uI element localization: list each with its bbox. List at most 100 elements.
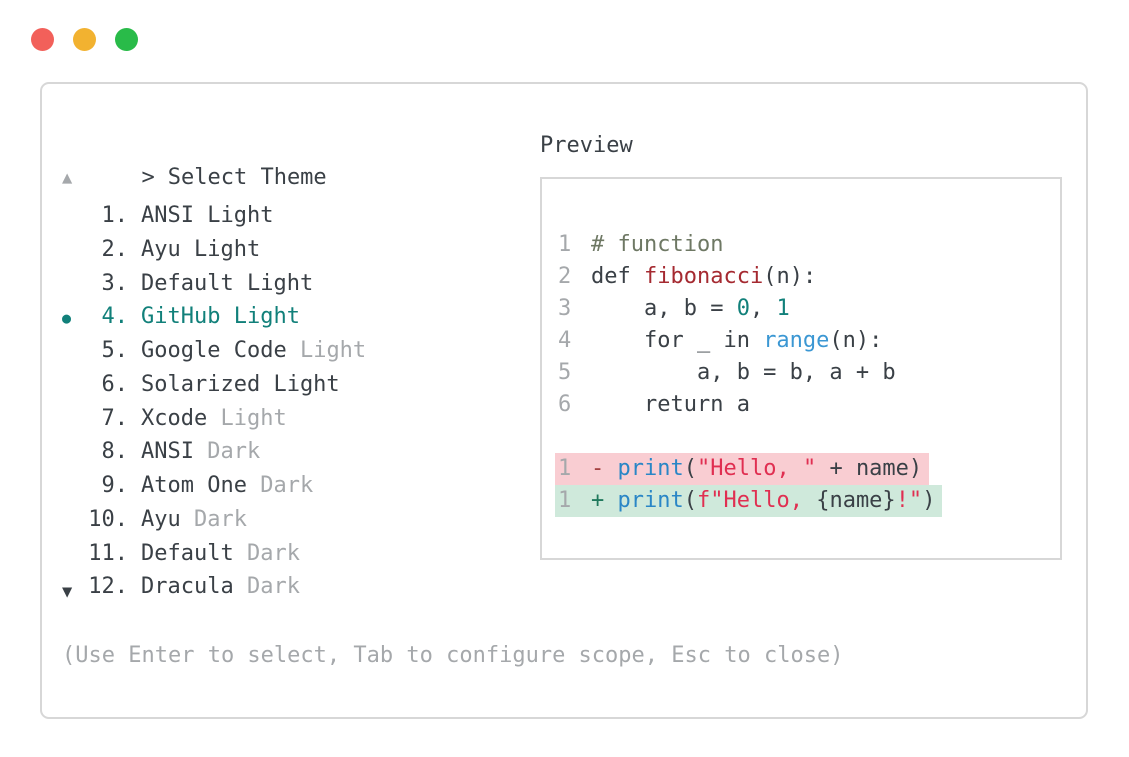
minimize-button[interactable]	[73, 28, 96, 51]
code-token-func: fibonacci	[643, 264, 764, 289]
code-token-call: print	[617, 488, 684, 513]
code-line: 5 a, b = b, a + b	[558, 357, 1060, 389]
close-button[interactable]	[31, 28, 54, 51]
theme-option[interactable]: 7. Xcode Light	[62, 403, 366, 437]
code-token-plain: )	[922, 488, 936, 513]
line-number: 3	[558, 296, 572, 321]
selected-bullet-icon	[62, 506, 88, 538]
theme-number: 11.	[88, 540, 128, 566]
line-number: 4	[558, 328, 572, 353]
theme-name-muted: Dark	[233, 574, 300, 600]
theme-option[interactable]: 6.Solarized Light	[62, 369, 366, 403]
selected-bullet-icon	[62, 202, 88, 234]
theme-name-muted: Dark	[193, 439, 261, 465]
code-token-number: 1	[776, 296, 790, 321]
line-number: 1	[558, 232, 572, 257]
theme-number: 9.	[101, 473, 129, 498]
selected-bullet-icon	[62, 540, 88, 572]
theme-option[interactable]: 2. Ayu Light	[62, 234, 366, 268]
code-token-plain: ,	[749, 296, 777, 321]
code-token-plus: +	[591, 488, 618, 513]
theme-option[interactable]: 11. Default Dark	[62, 538, 366, 572]
theme-option[interactable]: 1. ANSI Light	[62, 200, 366, 234]
theme-name: Ayu Light	[141, 236, 261, 262]
theme-list: 1. ANSI Light 2. Ayu Light 3.Default Light…	[62, 200, 366, 605]
prompt-marker: >	[141, 165, 155, 190]
code-token-string: "Hello, "	[696, 456, 817, 481]
code-token-minus: -	[591, 456, 618, 481]
theme-name: ANSI Light	[141, 203, 274, 228]
keyboard-hint: (Use Enter to select, Tab to configure s…	[62, 643, 844, 668]
theme-number: 1.	[101, 203, 129, 228]
selected-bullet-icon	[62, 438, 88, 470]
theme-number: 10.	[88, 506, 128, 532]
code-token-plain: for _ in	[591, 328, 764, 353]
code-line: 3 a, b = 0, 1	[558, 293, 1060, 325]
selected-bullet-icon	[62, 337, 88, 369]
code-line: 6 return a	[558, 389, 1060, 421]
scroll-down-indicator[interactable]: ▼	[62, 582, 73, 602]
theme-number: 12.	[88, 574, 128, 600]
scroll-up-indicator[interactable]: ▲	[62, 168, 73, 188]
panel-title: Select Theme	[167, 165, 327, 190]
prompt-line: > Select Theme	[62, 130, 327, 226]
theme-option[interactable]: 8. ANSI Dark	[62, 436, 366, 470]
diff-line-added: 1+ print(f"Hello, {name}!")	[555, 485, 943, 517]
code-token-plain: (n):	[829, 328, 883, 353]
line-number: 2	[558, 264, 572, 289]
theme-name-muted: Dark	[180, 506, 247, 532]
maximize-button[interactable]	[115, 28, 138, 51]
theme-name-muted: Light	[207, 405, 287, 431]
code-token-plain: {name}	[816, 488, 896, 513]
code-token-plain: + name)	[816, 456, 923, 481]
code-token-string: f"Hello,	[696, 488, 817, 513]
theme-option[interactable]: 3.Default Light	[62, 268, 366, 302]
preview-title: Preview	[540, 133, 633, 158]
theme-name-muted: Light	[286, 338, 367, 363]
selected-bullet-icon	[62, 405, 88, 437]
theme-name: GitHub Light	[141, 304, 300, 330]
theme-name-muted: Dark	[233, 540, 300, 566]
selected-bullet-icon	[62, 270, 88, 302]
code-token-plain: a, b = b, a + b	[591, 360, 896, 385]
theme-name: Default	[141, 540, 234, 566]
theme-name: Atom One	[141, 473, 247, 498]
theme-name: ANSI	[141, 439, 194, 465]
selected-bullet-icon	[62, 371, 88, 403]
code-token-plain: def	[591, 264, 644, 289]
theme-name: Ayu	[141, 506, 181, 532]
code-token-comment: # function	[591, 232, 724, 257]
code-token-plain: (	[683, 456, 697, 481]
theme-name: Xcode	[141, 405, 208, 431]
theme-number: 5.	[101, 338, 129, 363]
theme-option[interactable]: ● 4. GitHub Light	[62, 301, 366, 335]
code-token-plain: a, b =	[591, 296, 737, 321]
line-number: 5	[558, 360, 572, 385]
code-token-call: print	[617, 456, 684, 481]
selected-bullet-icon: ●	[62, 309, 72, 328]
theme-number: 2.	[101, 236, 129, 262]
code-token-plain: (n):	[763, 264, 817, 289]
theme-number: 4.	[101, 304, 129, 330]
code-token-plain: return a	[591, 392, 750, 417]
theme-number: 7.	[101, 405, 129, 431]
theme-option[interactable]: 10. Ayu Dark	[62, 504, 366, 538]
code-line: 2 def fibonacci(n):	[558, 261, 1060, 293]
code-line: 1 # function	[558, 229, 1060, 261]
theme-option[interactable]: 12.Dracula Dark	[62, 571, 366, 605]
theme-selector-panel: > Select Theme Preview ▲ 1. ANSI Light 2. A…	[40, 82, 1088, 719]
line-number: 6	[558, 392, 572, 417]
theme-option[interactable]: 9.Atom One Dark	[62, 470, 366, 504]
line-number: 1	[558, 456, 572, 481]
code-token-string: !"	[895, 488, 923, 513]
theme-number: 8.	[101, 439, 129, 465]
theme-name: Default Light	[141, 270, 314, 296]
code-line: 4 for _ in range(n):	[558, 325, 1060, 357]
code-token-builtin: range	[763, 328, 830, 353]
code-token-plain: (	[683, 488, 697, 513]
theme-option[interactable]: 5.Google Code Light	[62, 335, 367, 369]
diff-line-removed: 1- print("Hello, " + name)	[555, 453, 930, 485]
